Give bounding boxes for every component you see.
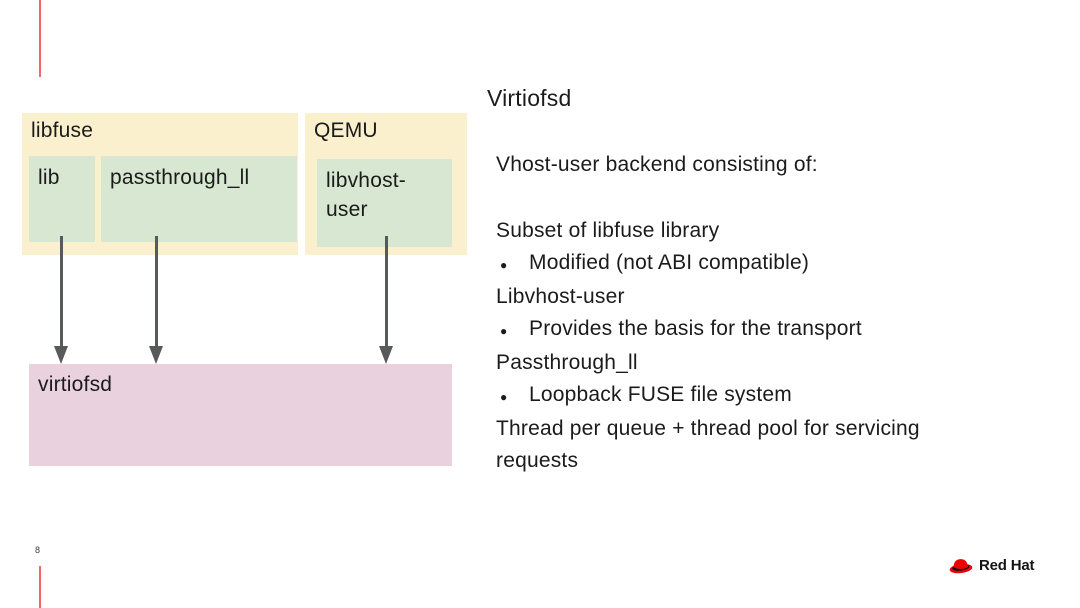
arrow-head (379, 346, 393, 364)
arrow-stem (154, 236, 158, 346)
list-item-text: Passthrough_ll (496, 351, 638, 374)
arrow-stem (384, 236, 388, 346)
diagram-group-libfuse: libfuse lib passthrough_ll (22, 113, 298, 255)
list-item-text: Subset of libfuse library (496, 219, 720, 242)
diagram-group-qemu: QEMU libvhost- user (305, 113, 467, 255)
list-item: Passthrough_ll (496, 347, 1071, 379)
accent-line-bottom (39, 566, 41, 608)
list-item: ● Modified (not ABI compatible) (496, 247, 1071, 281)
bullet-icon: ● (500, 258, 508, 272)
list-item-text: requests (496, 449, 579, 472)
list-item: Libvhost-user (496, 281, 1071, 313)
arrow-down-icon (54, 236, 68, 364)
page-title: Virtiofsd (487, 85, 572, 111)
arrow-down-icon (149, 236, 163, 364)
page-number: 8 (35, 545, 41, 555)
arrow-down-icon (379, 236, 393, 364)
group-label-libfuse: libfuse (31, 119, 94, 142)
logo-text: Red Hat (979, 556, 1035, 574)
bullet-icon: ● (500, 390, 508, 404)
diagram-module-passthrough-ll: passthrough_ll (101, 156, 297, 242)
intro-text: Vhost-user backend consisting of: (496, 153, 818, 176)
red-hat-fedora-icon (949, 559, 973, 574)
group-label-qemu: QEMU (314, 119, 378, 142)
list-item-text: Libvhost-user (496, 285, 625, 308)
list-item: Subset of libfuse library (496, 215, 1071, 247)
arrow-head (54, 346, 68, 364)
list-item: ● Provides the basis for the transport (496, 313, 1071, 347)
list-item-text: Modified (not ABI compatible) (529, 251, 810, 274)
content-list: Subset of libfuse library ● Modified (no… (496, 215, 1071, 477)
list-item-text: Provides the basis for the transport (529, 317, 862, 340)
red-hat-logo: Red Hat (949, 555, 1034, 575)
arrow-head (149, 346, 163, 364)
bullet-icon: ● (500, 324, 508, 338)
list-item-text: Thread per queue + thread pool for servi… (496, 417, 920, 440)
list-item: requests (496, 445, 1071, 477)
diagram-module-lib: lib (29, 156, 95, 242)
accent-line-top (39, 0, 41, 77)
list-item: Thread per queue + thread pool for servi… (496, 413, 1071, 445)
diagram-module-libvhost-user: libvhost- user (317, 159, 452, 247)
arrow-stem (59, 236, 63, 346)
diagram-target-virtiofsd: virtiofsd (29, 364, 452, 466)
list-item-text: Loopback FUSE file system (529, 383, 792, 406)
list-item: ● Loopback FUSE file system (496, 379, 1071, 413)
